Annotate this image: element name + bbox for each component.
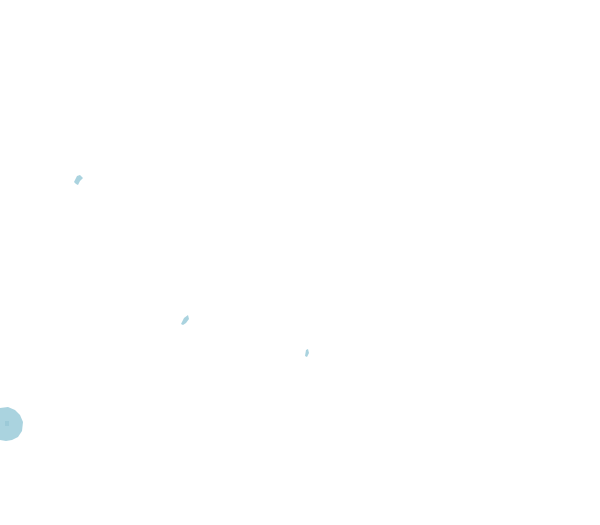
water-features <box>0 175 309 441</box>
water-lake-4 <box>0 407 23 441</box>
water-islet-2 <box>181 315 189 325</box>
water-islet-1 <box>74 175 83 185</box>
water-islet-3 <box>305 349 309 357</box>
lake-shade-detail <box>5 421 9 426</box>
